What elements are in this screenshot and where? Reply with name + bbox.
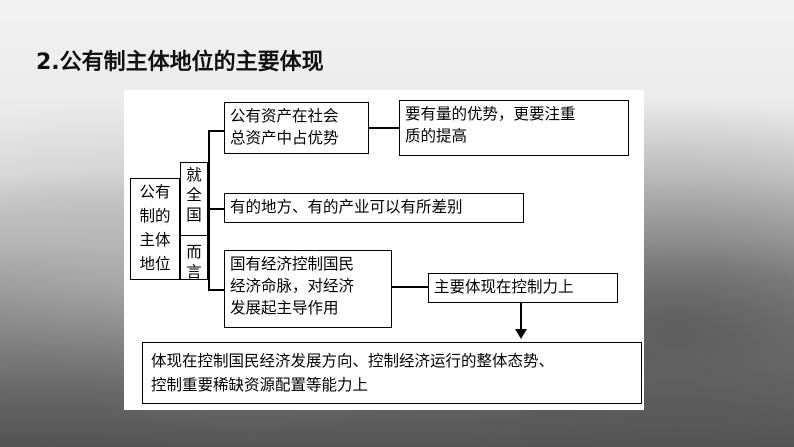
root-node: 公有 制的 主体 地位 <box>130 178 180 280</box>
scope-node: 就 全 国 而 言 <box>180 162 208 282</box>
arrow-head-icon <box>515 329 527 339</box>
bracket-arm-3 <box>208 289 224 291</box>
note-text: 主要体现在控制力上 <box>434 278 574 296</box>
note-quality: 要有量的优势，更要注重 质的提高 <box>399 100 629 156</box>
diagram-panel: 公有 制的 主体 地位 就 全 国 而 言 公有资产在社会 总资产中占优势 要有… <box>124 90 644 410</box>
branch-public-assets: 公有资产在社会 总资产中占优势 <box>224 102 369 154</box>
branch-text: 有的地方、有的产业可以有所差别 <box>230 198 463 216</box>
branch-line: 总资产中占优势 <box>230 129 339 147</box>
bracket-vertical <box>208 130 210 290</box>
root-line: 制的 <box>139 207 171 225</box>
scope-divider: 而 言 <box>181 235 207 282</box>
branch-regional-difference: 有的地方、有的产业可以有所差别 <box>224 193 524 223</box>
bracket-arm-1 <box>208 130 224 132</box>
branch-line: 公有资产在社会 <box>230 107 339 125</box>
scope-char: 就 <box>186 166 202 184</box>
branch-state-economy: 国有经济控制国民 经济命脉，对经济 发展起主导作用 <box>224 250 392 328</box>
note-line: 要有量的优势，更要注重 <box>405 105 576 123</box>
root-line: 地位 <box>139 255 171 273</box>
conclusion-line: 控制重要稀缺资源配置等能力上 <box>151 376 369 394</box>
conclusion-node: 体现在控制国民经济发展方向、控制经济运行的整体态势、 控制重要稀缺资源配置等能力… <box>142 342 642 404</box>
root-line: 主体 <box>139 231 171 249</box>
scope-char: 而 <box>186 243 202 261</box>
scope-top: 就 全 国 <box>181 163 207 225</box>
page-title: 2.公有制主体地位的主要体现 <box>36 50 324 75</box>
branch-line: 国有经济控制国民 <box>230 255 355 273</box>
scope-char: 全 <box>186 186 202 204</box>
connector-3 <box>392 286 428 288</box>
bracket-arm-2 <box>208 208 224 210</box>
connector-1 <box>369 127 399 129</box>
branch-line: 经济命脉，对经济 <box>230 277 355 295</box>
note-control-power: 主要体现在控制力上 <box>428 273 618 303</box>
scope-char: 国 <box>186 206 202 224</box>
scope-char: 言 <box>186 263 202 281</box>
note-line: 质的提高 <box>405 127 468 145</box>
branch-line: 发展起主导作用 <box>230 299 339 317</box>
conclusion-line: 体现在控制国民经济发展方向、控制经济运行的整体态势、 <box>151 352 555 370</box>
root-line: 公有 <box>139 183 171 201</box>
arrow-shaft <box>520 303 522 331</box>
